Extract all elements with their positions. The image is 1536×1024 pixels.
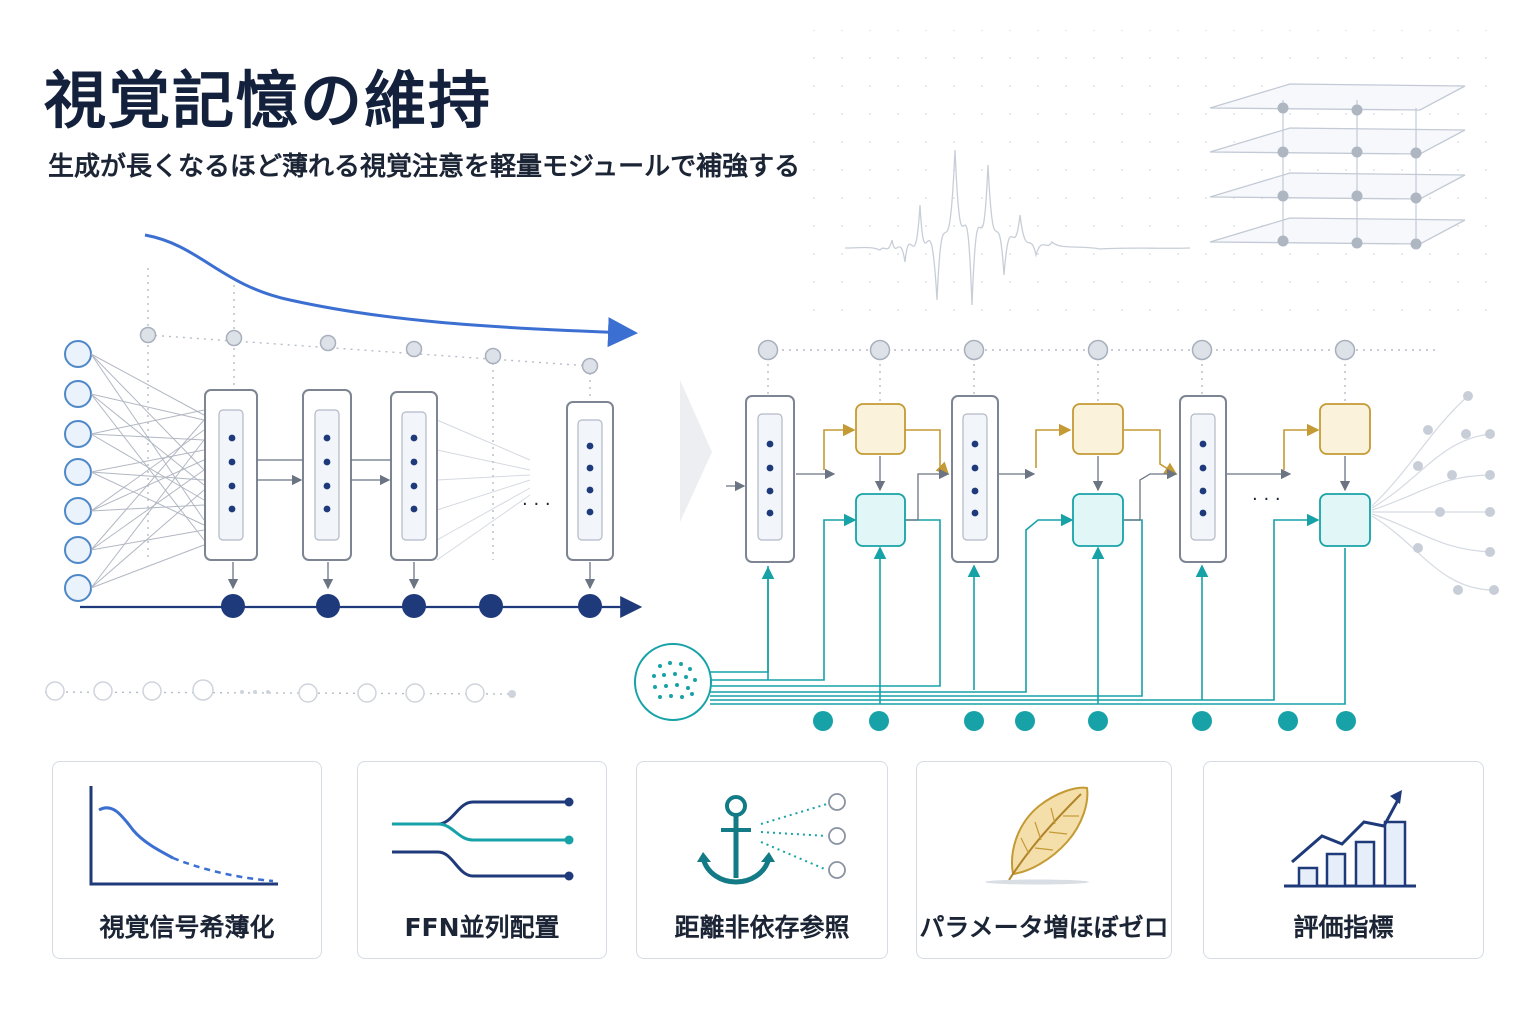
- bar-chart-trend-icon: [1284, 790, 1416, 888]
- card-label: パラメータ増ほぼゼロ: [919, 913, 1169, 942]
- input-nodes: [64, 340, 92, 602]
- page-subtitle: 生成が長くなるほど薄れる視覚注意を軽量モジュールで補強する: [48, 152, 801, 182]
- visual-memory-modules: [855, 493, 1371, 547]
- attention-decay-curve: [144, 233, 638, 348]
- card-near-zero-parameters: パラメータ増ほぼゼロ: [916, 761, 1172, 959]
- card-evaluation-metrics: 評価指標: [1203, 761, 1484, 959]
- memory-token-dots: [813, 711, 1356, 731]
- card-ffn-parallel: FFN並列配置: [357, 761, 607, 959]
- output-tokens: [221, 594, 602, 618]
- augmented-ellipsis: · · ·: [1252, 489, 1281, 510]
- waveform-decoration: [844, 149, 1191, 306]
- card-label: FFN並列配置: [404, 913, 560, 942]
- decay-curve-icon: [89, 786, 278, 886]
- card-label: 評価指標: [1293, 913, 1394, 942]
- page-title: 視覚記憶の維持: [44, 64, 493, 137]
- attention-refresh-modules: [855, 403, 1371, 455]
- card-visual-signal-dilution: 視覚信号希薄化: [52, 761, 322, 959]
- parallel-branches-icon: [392, 797, 574, 881]
- feather-icon: [985, 786, 1089, 885]
- transition-chevron-icon: [680, 380, 712, 522]
- anchor-icon: [697, 793, 846, 885]
- baseline-ellipsis: · · ·: [522, 494, 551, 515]
- fan-out-decoration: [1371, 395, 1495, 591]
- card-label: 視覚信号希薄化: [99, 913, 275, 942]
- stacked-layers-decoration: [1209, 83, 1466, 245]
- architecture-diagram: · · ·: [44, 30, 1510, 731]
- card-distance-independent-reference: 距離非依存参照: [636, 761, 888, 959]
- visual-memory-node: [634, 643, 712, 721]
- card-label: 距離非依存参照: [674, 913, 850, 942]
